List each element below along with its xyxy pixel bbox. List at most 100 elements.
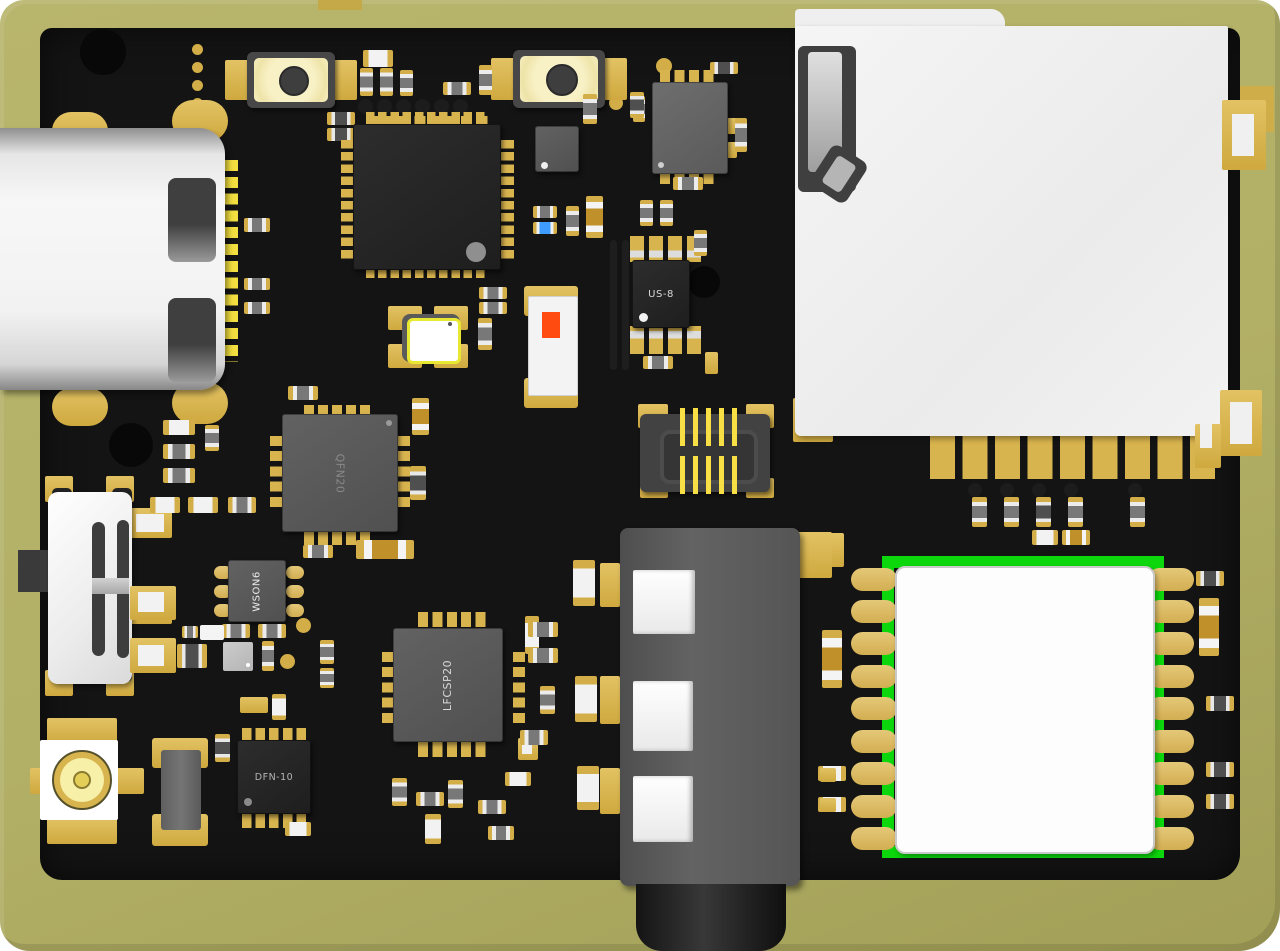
pad [286,566,304,579]
passive-component [643,356,673,369]
pad [727,118,737,134]
passive-component [222,624,250,638]
button-pad [603,58,627,100]
button-pad [333,60,357,100]
passive-component [258,624,286,638]
pad-frame-center [138,645,164,666]
switch-slider-knob[interactable] [92,578,129,594]
lfcsp20-chip-label: LFCSP20 [441,659,455,711]
module-pad [1148,827,1194,850]
pad [630,236,644,262]
mounting-hole [80,29,126,75]
module-pad [851,827,897,850]
passive-component [1206,794,1234,809]
crystal-lid [407,318,461,364]
switch-actuator-stub[interactable] [18,550,48,592]
pad [214,566,232,579]
module-pad [1148,568,1194,591]
connector-pin-row [680,456,738,494]
pad [668,236,682,262]
passive-component [443,82,471,95]
power-inductor [356,540,414,559]
via [1032,483,1046,497]
passive-component [215,734,230,762]
usb-pin-row [222,160,238,362]
via [358,99,373,114]
copper-trace [622,240,629,370]
module-pad [1148,632,1194,655]
power-inductor [161,750,201,830]
passive-component [285,822,311,836]
via [396,99,411,114]
via [280,654,295,669]
passive-component [533,206,557,218]
passive-component [478,800,506,814]
pad-row [366,112,488,126]
module-pad [1148,697,1194,720]
via [192,62,203,73]
pad-row [341,140,355,262]
pad-frame-center [522,742,532,754]
passive-component [163,444,195,459]
sd-card-socket-with-card[interactable] [795,26,1228,436]
passive-component [320,640,334,664]
passive-component [327,112,355,125]
jack-pad [600,563,620,607]
dfn10-chip-label: DFN-10 [254,771,294,783]
button-plunger[interactable] [279,66,309,96]
qfn20-chip: QFN20 [282,414,398,532]
pad [214,604,232,617]
pad-row [660,70,718,82]
jack-barrel[interactable] [636,884,786,951]
passive-component [188,497,218,513]
passive-component [200,625,224,640]
us8-chip-label: US-8 [648,288,674,300]
module-pad [851,762,897,785]
pin1-dot [386,420,392,426]
pad [286,604,304,617]
passive-component [177,644,207,668]
module-pad [851,795,897,818]
module-pad [1148,600,1194,623]
ufl-center-pin [73,771,91,789]
passive-component [163,468,195,483]
passive-component [1206,696,1234,711]
mounting-hole [688,266,720,298]
button-plunger[interactable] [546,64,578,96]
passive-component [392,778,407,806]
sd-socket-pin-row [930,435,1222,479]
passive-component [583,94,597,124]
module-pad [1148,762,1194,785]
via [192,80,203,91]
pad [630,326,644,354]
passive-component [528,648,558,663]
via [968,483,982,497]
passive-component [479,65,492,95]
passive-component [540,686,555,714]
passive-component [488,826,514,840]
button-pad [491,58,515,100]
inductor [586,196,603,238]
module-pad [1148,795,1194,818]
lfcsp20-chip: LFCSP20 [393,628,503,742]
passive-component [694,230,707,256]
passive-component [1036,497,1051,527]
via [296,618,311,633]
pin1-dot [244,798,252,806]
module-pad [851,697,897,720]
pad [668,326,682,354]
jack-window [633,681,693,751]
passive-component [630,92,644,118]
passive-component [244,278,270,290]
pad [727,142,737,158]
via [1128,483,1142,497]
usb-latch-tab [168,178,216,262]
passive-component [573,560,595,606]
usb-leg-pad [52,388,108,426]
mounting-hole [109,423,153,467]
passive-component [163,420,195,435]
passive-component [410,466,426,500]
passive-component [520,730,548,745]
pad [214,585,232,598]
